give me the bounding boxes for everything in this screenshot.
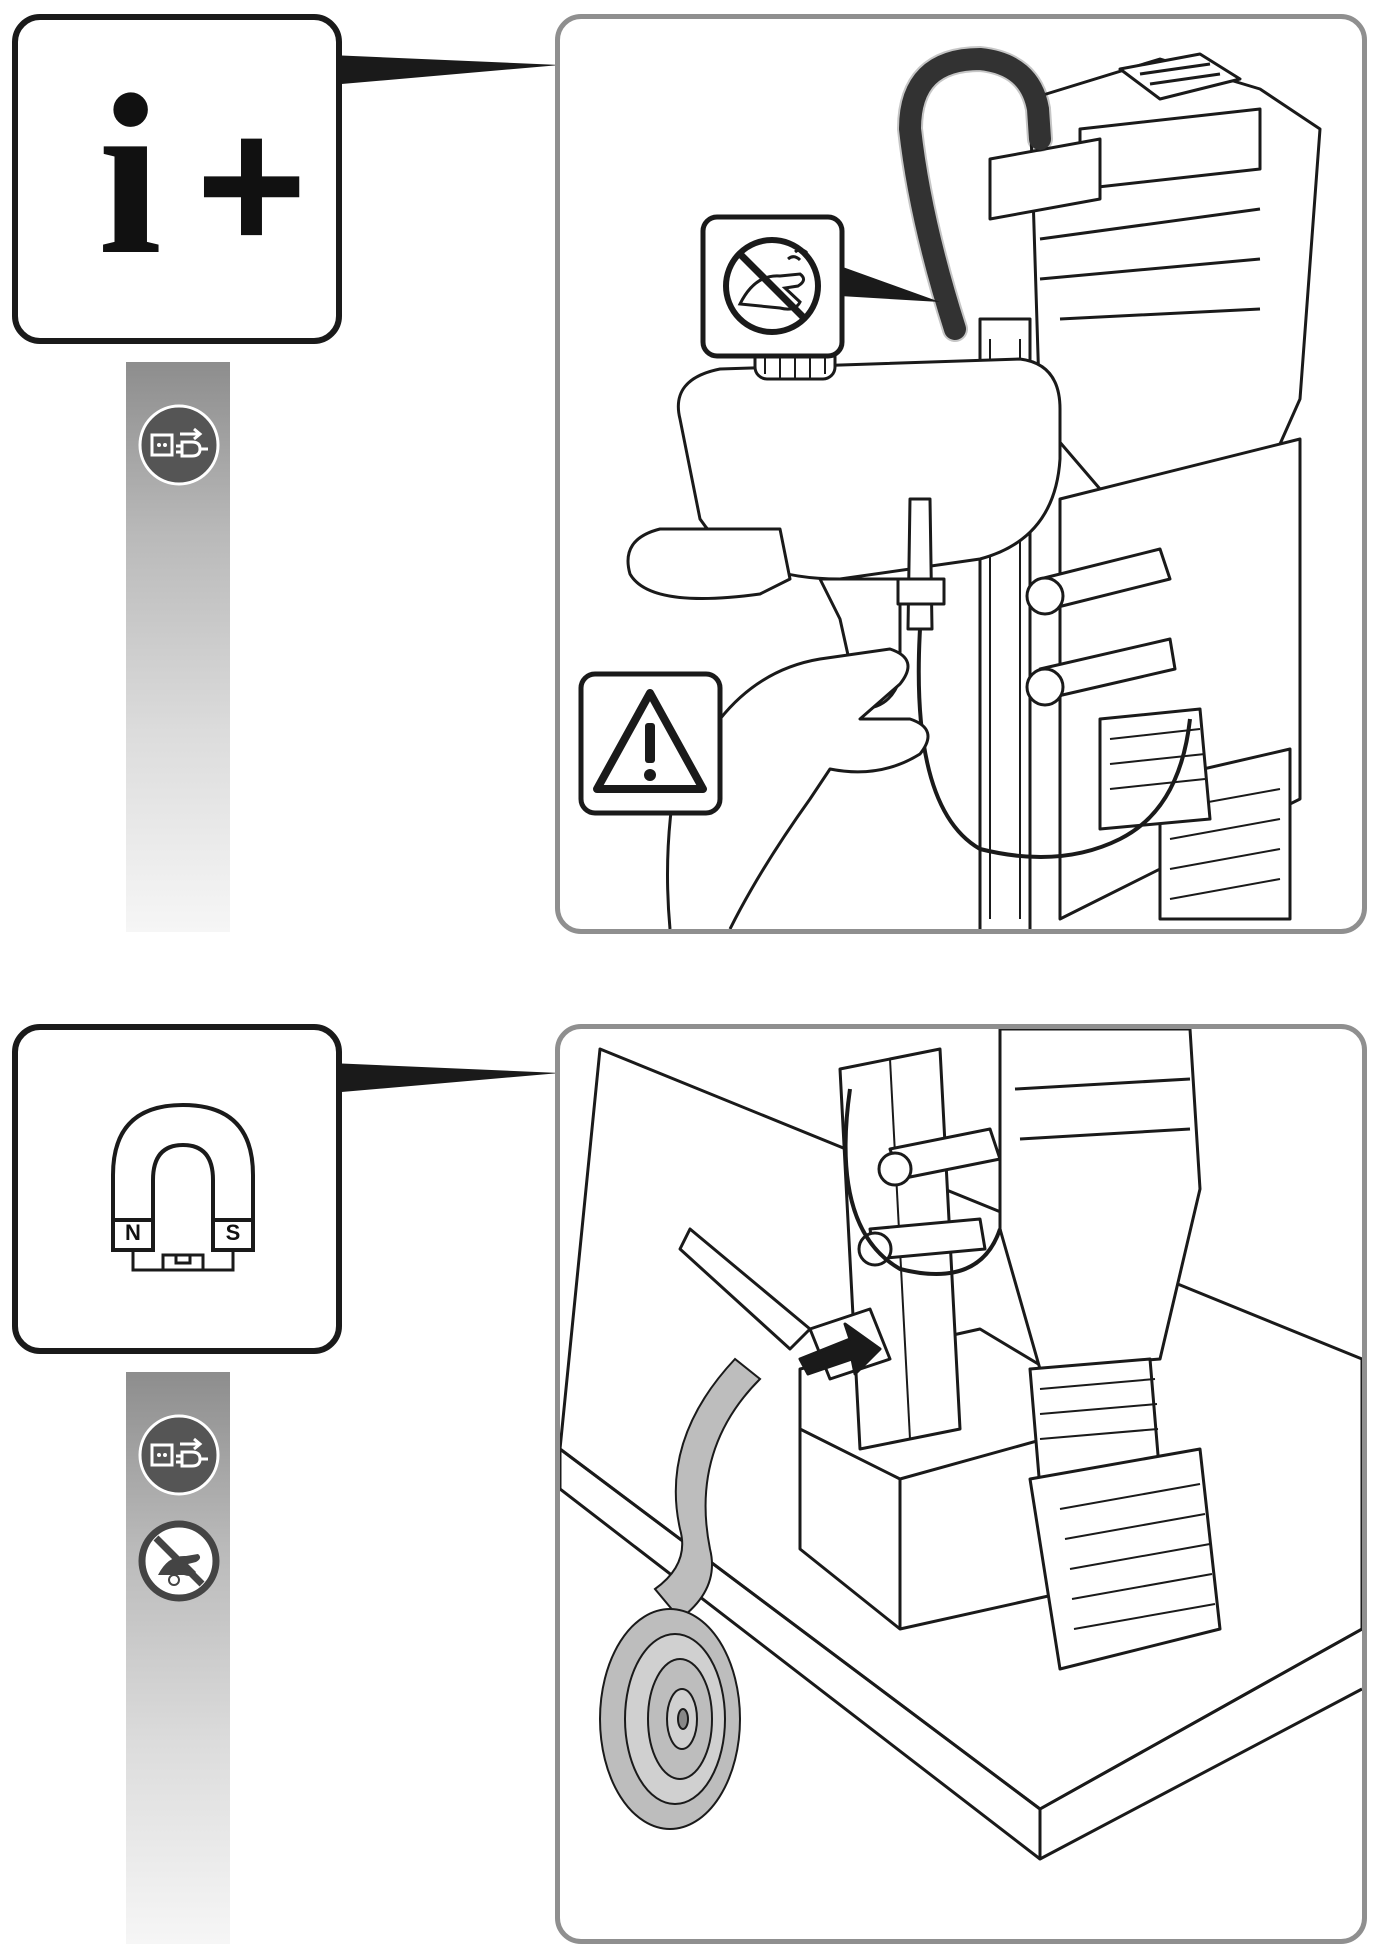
illustration-panel-top bbox=[555, 14, 1367, 934]
no-touch-hot-icon bbox=[723, 237, 821, 335]
magnet-icon bbox=[111, 1103, 255, 1272]
info-plus-sign: + bbox=[196, 79, 307, 291]
magnet-icon-box: N S bbox=[12, 1024, 342, 1354]
unplug-icon bbox=[138, 404, 220, 486]
illustration-panel-bottom bbox=[555, 1024, 1367, 1944]
coolant-hose bbox=[898, 47, 1051, 340]
unplug-icon bbox=[138, 1414, 220, 1496]
no-touch-chips-icon bbox=[138, 1520, 220, 1602]
callout-no-touch bbox=[700, 214, 940, 359]
magnet-north-label: N bbox=[125, 1220, 141, 1245]
warning-triangle-icon bbox=[593, 689, 707, 793]
drill-cooling-illustration bbox=[626, 45, 1322, 929]
callout-pointer-top bbox=[330, 55, 560, 85]
adhesive-tape-roll bbox=[599, 1357, 762, 1830]
callout-pointer-bottom bbox=[330, 1063, 560, 1093]
drill-magnet-base-illustration bbox=[560, 1029, 1362, 1861]
callout-warning bbox=[578, 671, 723, 816]
magnet-south-label: S bbox=[225, 1220, 241, 1245]
info-letter: i bbox=[98, 47, 162, 302]
info-plus-icon: i + bbox=[12, 14, 342, 344]
